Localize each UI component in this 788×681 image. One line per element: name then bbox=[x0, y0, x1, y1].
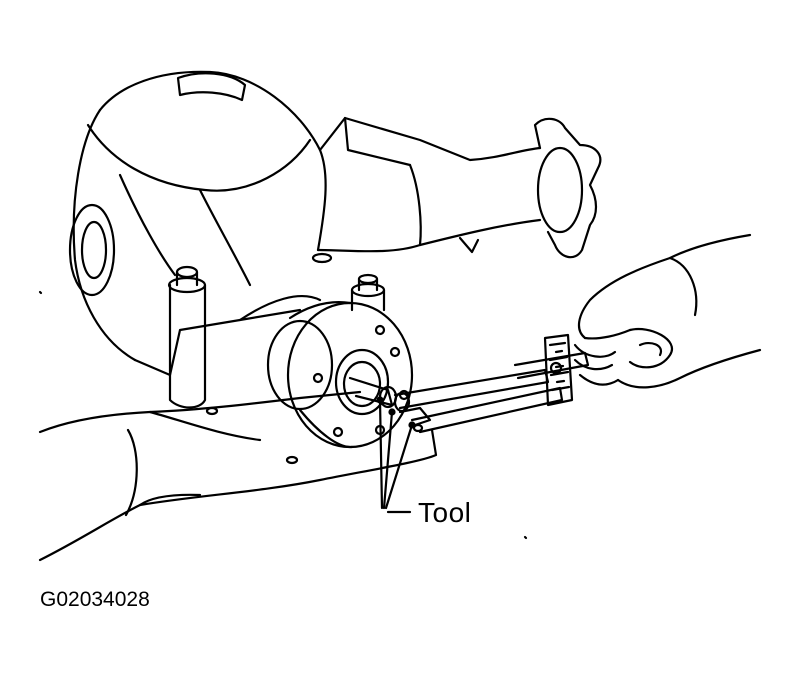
stray-mark bbox=[38, 290, 43, 295]
extension-housing bbox=[316, 116, 602, 259]
callout-label: Tool bbox=[418, 497, 472, 528]
stray-mark bbox=[523, 535, 528, 540]
torque-wrench bbox=[513, 333, 590, 407]
hand bbox=[573, 233, 762, 389]
mounting-studs bbox=[167, 252, 386, 409]
frame-plate bbox=[38, 390, 438, 562]
callout-leader-lines bbox=[376, 396, 416, 514]
figure-id: G02034028 bbox=[40, 588, 150, 611]
holding-tool bbox=[393, 368, 564, 434]
differential-carrier bbox=[68, 70, 327, 377]
